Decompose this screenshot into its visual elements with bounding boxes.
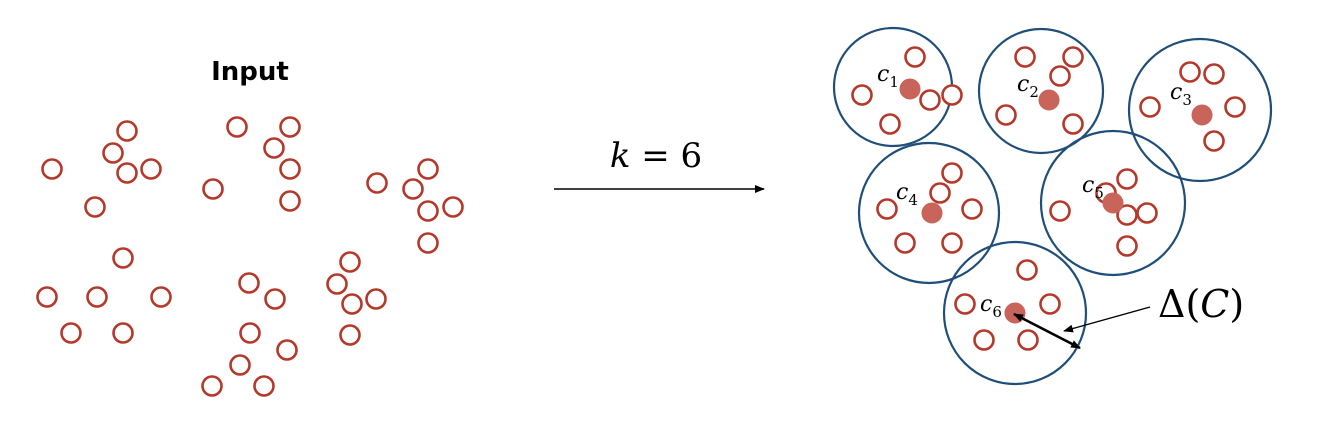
input-point	[36, 286, 58, 308]
input-point	[279, 190, 301, 212]
input-title: Input	[211, 57, 289, 87]
input-point	[417, 158, 439, 180]
k-variable: k	[610, 136, 631, 176]
input-point	[229, 354, 251, 376]
cluster-circle-6	[942, 240, 1088, 386]
center-point-c3	[1191, 104, 1213, 126]
radius-arrow	[1013, 312, 1081, 350]
input-point	[102, 142, 124, 164]
input-point	[60, 322, 82, 344]
input-point	[417, 232, 439, 254]
cluster-circle-2	[977, 27, 1105, 155]
input-point	[112, 322, 134, 344]
k-equals: =	[630, 136, 680, 176]
cluster-point	[1203, 130, 1225, 152]
input-point	[86, 286, 108, 308]
cluster-point	[1014, 46, 1036, 68]
input-point	[116, 162, 138, 184]
center-label-c6: c6	[980, 292, 1002, 321]
cluster-point	[876, 198, 898, 220]
input-point	[226, 116, 248, 138]
cluster-point	[941, 84, 963, 106]
input-point	[112, 247, 134, 269]
input-point	[201, 375, 223, 397]
cluster-point	[1116, 168, 1138, 190]
center-point-c6	[1004, 302, 1026, 324]
center-label-c5: c5	[1082, 173, 1104, 202]
input-point	[239, 322, 261, 344]
center-point-c5	[1102, 192, 1124, 214]
input-point	[341, 293, 363, 315]
cluster-point	[1179, 61, 1201, 83]
cluster-point	[851, 84, 873, 106]
input-point	[140, 158, 162, 180]
cluster-point	[1224, 96, 1246, 118]
center-label-c3: c3	[1170, 80, 1192, 109]
input-point	[365, 288, 387, 310]
radius-pointer-arrow	[1063, 306, 1151, 333]
cluster-point	[1039, 293, 1061, 315]
svg-text:k = 6: k = 6	[610, 136, 702, 176]
input-point	[279, 158, 301, 180]
cluster-circle-4	[857, 141, 1001, 285]
input-point	[417, 200, 439, 222]
cluster-point	[995, 104, 1017, 126]
input-point	[442, 196, 464, 218]
center-point-c4	[921, 202, 943, 224]
k-label: k = 6	[610, 136, 702, 176]
center-label-c4: c4	[896, 180, 918, 209]
center-point-c2	[1038, 89, 1060, 111]
cluster-point	[1049, 200, 1071, 222]
radius-label: Δ(C)	[1158, 282, 1244, 326]
input-point	[84, 196, 106, 218]
cluster-point	[1136, 202, 1158, 224]
input-points	[36, 116, 464, 397]
input-point	[150, 286, 172, 308]
input-point	[339, 251, 361, 273]
clusters	[832, 26, 1273, 386]
cluster-point	[1017, 329, 1039, 351]
input-point	[339, 324, 361, 346]
input-point	[41, 158, 63, 180]
cluster-circle-3	[1127, 37, 1273, 183]
cluster-point	[1203, 63, 1225, 85]
cluster-point	[954, 293, 976, 315]
input-point	[116, 120, 138, 142]
input-point	[202, 178, 224, 200]
cluster-point	[941, 232, 963, 254]
cluster-point	[904, 46, 926, 68]
center-labels: c1 c2 c3 c4 c5 c6	[877, 62, 1192, 321]
center-label-c2: c2	[1017, 72, 1039, 101]
input-point	[366, 172, 388, 194]
cluster-circle-5	[1039, 129, 1187, 277]
cluster-point	[1016, 259, 1038, 281]
input-point	[326, 273, 348, 295]
cluster-point	[919, 89, 941, 111]
cluster-point	[1049, 65, 1071, 87]
cluster-point	[1116, 235, 1138, 257]
input-point	[263, 137, 285, 159]
input-point	[238, 272, 260, 294]
cluster-point	[929, 182, 951, 204]
center-points	[899, 78, 1213, 324]
cluster-point	[961, 198, 983, 220]
center-point-c1	[899, 78, 921, 100]
cluster-point	[1062, 46, 1084, 68]
cluster-point	[973, 329, 995, 351]
cluster-point	[1062, 113, 1084, 135]
input-point	[276, 339, 298, 361]
cluster-point	[894, 232, 916, 254]
input-point	[264, 288, 286, 310]
input-point	[402, 178, 424, 200]
cluster-point	[941, 162, 963, 184]
k-value: 6	[681, 136, 703, 176]
input-point	[279, 116, 301, 138]
center-label-c1: c1	[877, 62, 899, 91]
cluster-point	[879, 113, 901, 135]
input-point	[253, 375, 275, 397]
cluster-point	[1139, 96, 1161, 118]
